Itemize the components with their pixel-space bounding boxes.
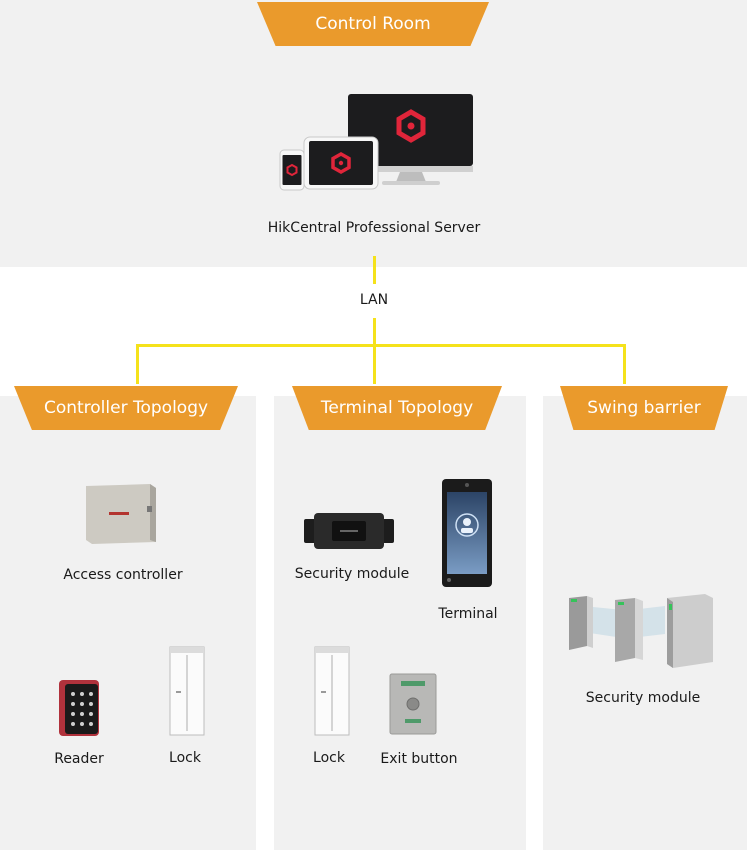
security-module-icon <box>304 513 394 549</box>
monitor-icon <box>348 94 473 185</box>
exit-button-icon <box>389 673 437 735</box>
lan-vertical-top <box>373 256 376 284</box>
terminal-topology-panel <box>274 396 526 850</box>
lock-label: Lock <box>169 750 201 766</box>
swing-barrier-title: Swing barrier <box>560 386 728 430</box>
lan-vertical-mid <box>373 318 376 384</box>
access-controller-label: Access controller <box>63 567 183 583</box>
control-room-title: Control Room <box>257 2 489 46</box>
lan-drop-right <box>623 344 626 384</box>
lock-icon <box>169 646 205 736</box>
controller-topology-panel <box>0 396 256 850</box>
reader-label: Reader <box>54 751 104 767</box>
access-controller-icon <box>86 484 156 544</box>
terminal-label: Terminal <box>438 606 498 622</box>
reader-icon <box>59 680 99 736</box>
exit-button-label: Exit button <box>380 751 458 767</box>
hikcentral-devices-illustration <box>279 94 473 191</box>
security-module-label: Security module <box>294 566 410 582</box>
lan-horizontal-bus <box>136 344 626 347</box>
server-label: HikCentral Professional Server <box>267 220 481 236</box>
phone-icon <box>279 149 305 191</box>
hikcentral-logo-icon <box>396 109 426 143</box>
lock-icon <box>314 646 350 736</box>
lan-drop-left <box>136 344 139 384</box>
terminal-icon <box>442 479 492 587</box>
swing-barrier-security-module-label: Security module <box>585 690 701 706</box>
terminal-lock-label: Lock <box>313 750 345 766</box>
swing-barrier-icon <box>569 594 713 668</box>
controller-topology-title: Controller Topology <box>14 386 238 430</box>
terminal-topology-title: Terminal Topology <box>292 386 502 430</box>
lan-label: LAN <box>359 292 389 308</box>
tablet-icon <box>303 136 379 190</box>
